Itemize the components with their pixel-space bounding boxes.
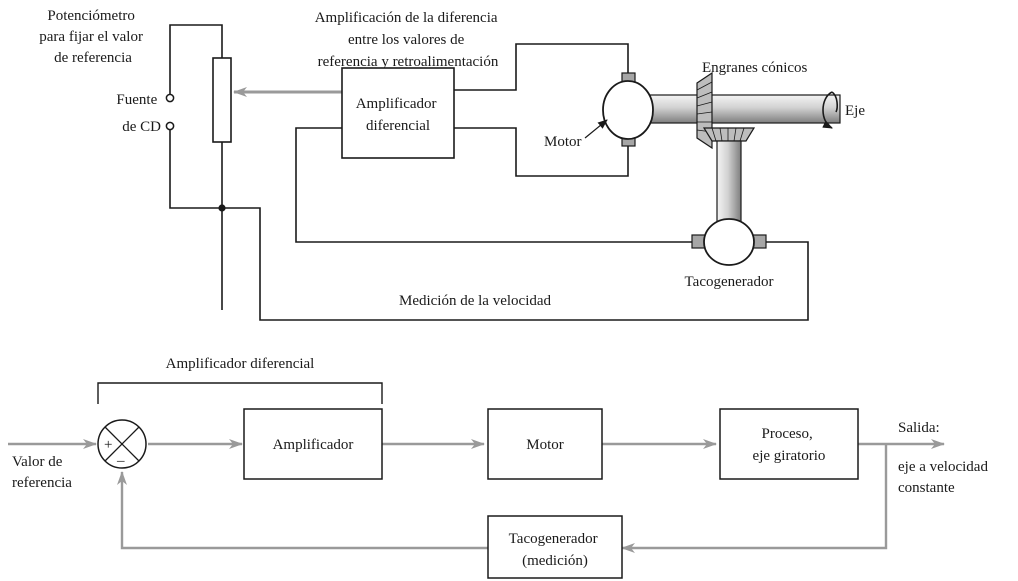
tachogenerator bbox=[703, 218, 755, 266]
speed-measurement-label: Medición de la velocidad bbox=[399, 293, 552, 309]
potentiometer bbox=[212, 57, 232, 143]
bevel-gears-label: Engranes cónicos bbox=[702, 60, 808, 76]
reference-input-label: Valor de referencia bbox=[12, 454, 72, 491]
amplification-note: Amplificación de la diferencia entre los… bbox=[315, 10, 502, 70]
signal-flow bbox=[8, 439, 945, 553]
sum-plus-sign: + bbox=[104, 437, 112, 453]
tacho-terminal-right bbox=[752, 234, 767, 249]
potentiometer-label: Potenciómetro para fijar el valor de ref… bbox=[39, 8, 146, 66]
bracket-label: Amplificador diferencial bbox=[166, 356, 315, 372]
motor-pointer bbox=[584, 119, 608, 139]
motor-wiring bbox=[222, 43, 809, 321]
vertical-shaft bbox=[716, 140, 742, 226]
amplifier-bracket bbox=[97, 382, 383, 404]
bevel-gears bbox=[696, 71, 756, 150]
source-terminal-negative bbox=[165, 121, 175, 131]
summing-junction bbox=[97, 419, 147, 469]
shaft-label: Eje bbox=[845, 103, 865, 119]
sum-minus-sign: – bbox=[116, 453, 125, 469]
rotation-arrow bbox=[822, 91, 833, 129]
motor-body bbox=[602, 80, 654, 140]
output-label: Salida: eje a velocidad constante bbox=[898, 420, 992, 496]
motor-label: Motor bbox=[544, 134, 582, 150]
dc-source-label: Fuente de CD bbox=[116, 92, 161, 135]
process-block bbox=[719, 408, 859, 480]
tachogenerator-block bbox=[487, 515, 623, 579]
differential-amplifier-label: Amplificador diferencial bbox=[356, 96, 441, 134]
process-block-label: Proceso, eje giratorio bbox=[753, 426, 826, 464]
source-terminal-positive bbox=[165, 93, 175, 103]
tacho-terminal-left bbox=[691, 234, 706, 249]
motor-block bbox=[487, 408, 603, 480]
differential-amplifier-box bbox=[341, 67, 455, 159]
amplifier-block-label: Amplificador bbox=[273, 437, 354, 453]
dc-source-wiring bbox=[169, 24, 223, 310]
tachogenerator-block-label: Tacogenerador (medición) bbox=[509, 531, 602, 569]
amplifier-block bbox=[243, 408, 383, 480]
tachogenerator-label: Tacogenerador bbox=[685, 274, 774, 290]
output-shaft bbox=[643, 94, 841, 124]
motor-block-label: Motor bbox=[526, 437, 564, 453]
